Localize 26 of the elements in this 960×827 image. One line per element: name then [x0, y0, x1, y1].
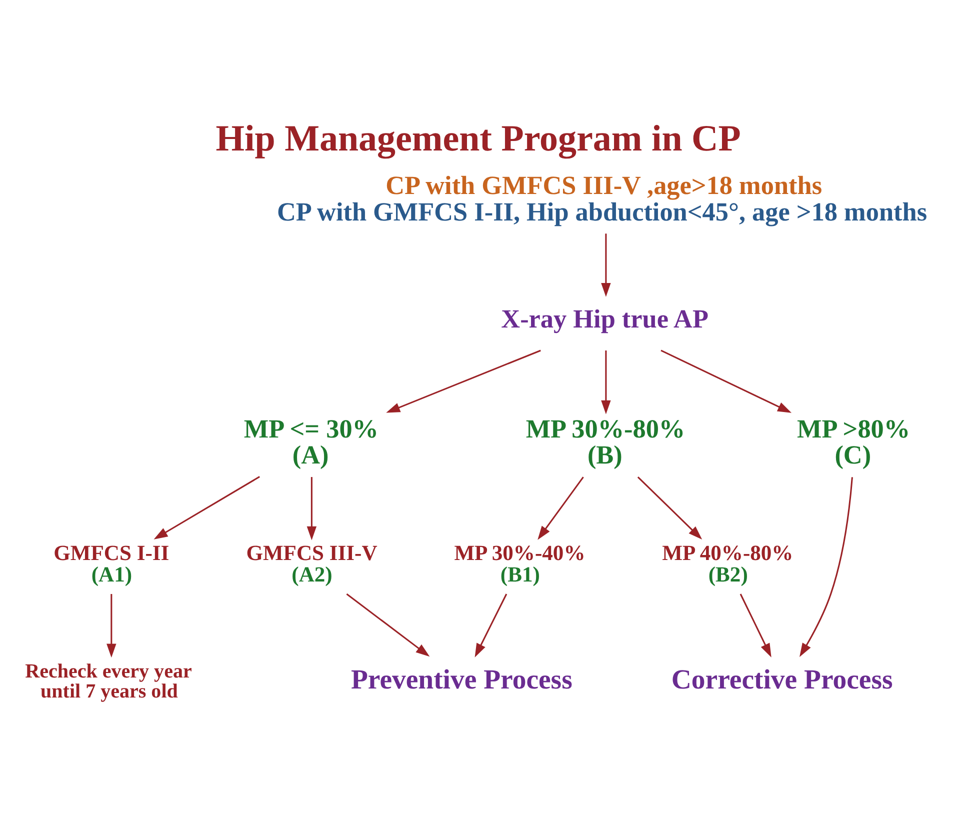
arrow — [601, 350, 611, 414]
node-text: Corrective Process — [671, 663, 893, 694]
arrow — [154, 476, 260, 540]
node-text: MP 30%-40% (B1) — [454, 541, 586, 587]
arrow — [386, 350, 541, 413]
node-text: Preventive Process — [350, 663, 572, 694]
arrow — [538, 476, 584, 540]
node-text: CP with GMFCS III-V ,age>18 months CP with GMFCS I-II, Hip abduction<45°, age >18 months — [277, 171, 928, 226]
node-text: GMFCS I-II (A1) — [54, 541, 170, 587]
arrow — [740, 594, 772, 658]
arrow — [660, 350, 792, 413]
node-text: MP 30%-80% (B) — [526, 414, 686, 470]
arrow — [800, 477, 853, 657]
node-text: GMFCS III-V (A2) — [246, 541, 378, 587]
arrow — [637, 476, 702, 540]
node-text: MP 40%-80% (B2) — [662, 541, 794, 587]
arrow — [474, 594, 508, 658]
arrow — [106, 594, 116, 658]
arrow — [306, 477, 317, 540]
diagram-title: Hip Management Program in CP — [216, 117, 741, 158]
node-text: X-ray Hip true AP — [501, 304, 708, 334]
node-text: Recheck every year until 7 years old — [25, 660, 192, 703]
node-text: MP >80% (C) — [796, 414, 910, 470]
arrow — [601, 234, 611, 297]
node-text: MP <= 30% (A) — [244, 414, 378, 470]
arrow — [346, 593, 430, 657]
